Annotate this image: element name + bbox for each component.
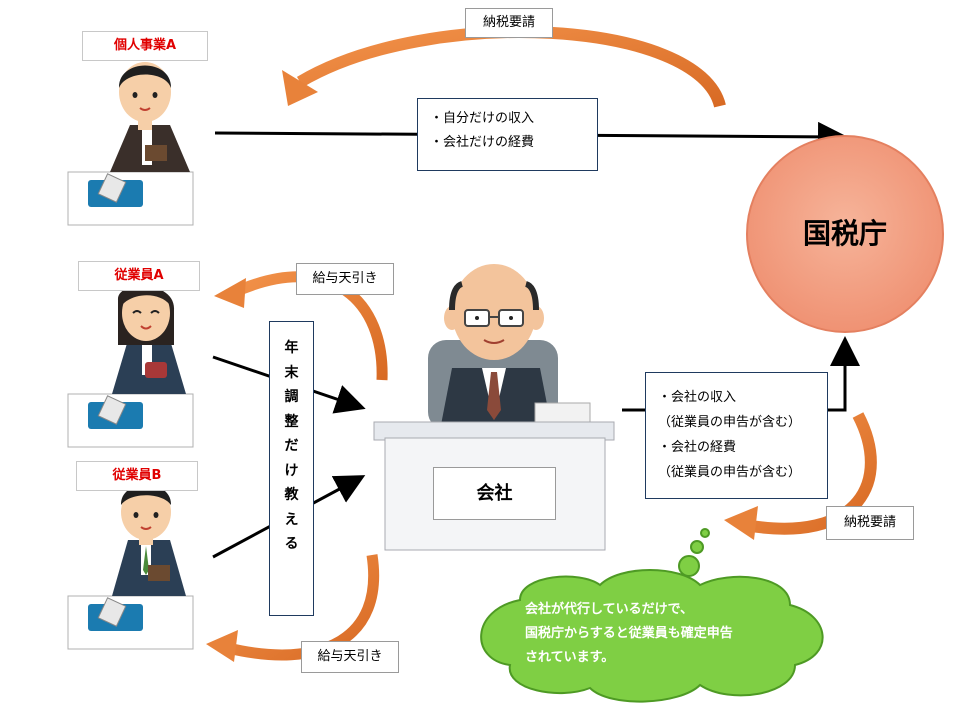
money-tray-icon (88, 173, 143, 207)
individual-report-box: ・自分だけの収入 ・会社だけの経費 (417, 98, 598, 171)
tax-request-label-top: 納税要請 (465, 8, 553, 38)
tax-request-label-bottom: 納税要請 (826, 506, 914, 540)
company-label: 会社 (433, 467, 556, 520)
agency-circle-icon (746, 135, 944, 333)
year-end-adjustment-char: 調 (284, 389, 299, 405)
year-end-adjustment-char: 教 (284, 487, 299, 503)
company-report-box: ・会社の収入 （従業員の申告が含む） ・会社の経費 （従業員の申告が含む） (645, 372, 828, 499)
cloud-message-line: 国税庁からすると従業員も確定申告 (525, 626, 733, 641)
cloud-icon (480, 528, 824, 703)
year-end-adjustment-char: け (284, 462, 299, 479)
salary-deduction-label-bottom: 給与天引き (301, 641, 399, 673)
person-icon-individual (67, 62, 194, 226)
cloud-message-line: されています。 (525, 650, 615, 665)
company-report-line: ・会社の収入 (658, 390, 737, 405)
individual-name-label: 個人事業A (82, 31, 208, 61)
salary-deduction-label-top: 給与天引き (296, 263, 394, 295)
employee-a-name-label: 従業員A (78, 261, 200, 291)
year-end-adjustment-box: 年 末 調 整 だ け 教 え る (269, 321, 314, 616)
person-icon-employee-b (67, 484, 194, 650)
company-report-line: （従業員の申告が含む） (658, 415, 802, 430)
year-end-adjustment-char: 末 (284, 364, 299, 381)
company-report-line: （従業員の申告が含む） (658, 465, 802, 480)
year-end-adjustment-char: 整 (284, 413, 299, 430)
year-end-adjustment-char: だ (284, 438, 299, 454)
person-icon-employee-a (67, 285, 194, 448)
bald-man-icon (428, 264, 558, 430)
year-end-adjustment-char: え (284, 511, 299, 528)
individual-report-line: ・自分だけの収入 (430, 111, 535, 126)
agency-label: 国税庁 (802, 217, 887, 250)
individual-report-line: ・会社だけの経費 (430, 135, 535, 150)
year-end-adjustment-char: 年 (284, 340, 299, 356)
employee-b-name-label: 従業員B (76, 461, 198, 491)
tax-request-arrow-bottom (724, 412, 877, 540)
company-to-agency-arrow (622, 336, 860, 412)
cloud-message-line: 会社が代行しているだけで、 (525, 602, 694, 617)
year-end-adjustment-char: る (284, 536, 299, 552)
company-report-line: ・会社の経費 (658, 440, 737, 455)
cloud-message: 会社が代行しているだけで、 国税庁からすると従業員も確定申告 されています。 (525, 598, 785, 670)
tax-request-arrow-top (282, 26, 726, 108)
